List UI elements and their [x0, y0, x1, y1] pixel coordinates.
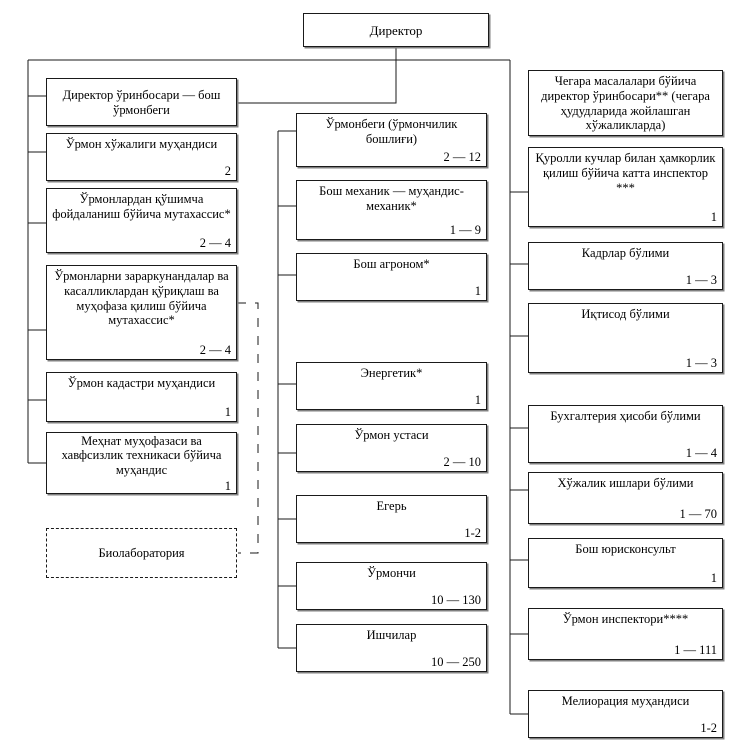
node-forest-inspector-label: Ўрмон инспектори****	[562, 612, 689, 626]
node-gamekeeper-count: 1-2	[464, 525, 481, 540]
node-chief-agronomist-label: Бош агроном*	[353, 257, 430, 271]
node-personnel-department-count: 1 — 3	[685, 272, 717, 287]
node-power-engineer-label: Энергетик*	[360, 366, 423, 380]
node-forest-master-count: 2 — 10	[443, 454, 482, 469]
node-chief-mechanic-count: 1 — 9	[449, 222, 481, 237]
node-melioration-engineer[interactable]: Мелиорация муҳандиси 1-2	[528, 690, 723, 738]
node-workers-label: Ишчилар	[366, 628, 417, 642]
node-forester[interactable]: Ўрмончи 10 — 130	[296, 562, 487, 610]
node-economics-department-count: 1 — 3	[685, 355, 717, 370]
node-supplementary-use-specialist-label: Ўрмонлардан қўшимча фойдаланиш бўйича му…	[52, 192, 231, 221]
node-deputy-director-label: Директор ўринбосари — бош ўрмонбеги	[62, 87, 221, 117]
node-accounting-department[interactable]: Бухгалтерия ҳисоби бўлими 1 — 4	[528, 405, 723, 463]
node-armed-forces-inspector[interactable]: Қуролли кучлар билан ҳамкорлик қилиш бўй…	[528, 147, 723, 227]
node-armed-forces-inspector-count: 1	[710, 209, 717, 224]
node-chief-mechanic[interactable]: Бош механик — муҳандис-механик* 1 — 9	[296, 180, 487, 240]
node-forester-count: 10 — 130	[431, 592, 481, 607]
node-forest-cadastre-engineer-count: 1	[224, 404, 231, 419]
node-chief-legal-counsel-label: Бош юрисконсульт	[575, 542, 676, 556]
node-accounting-department-count: 1 — 4	[685, 445, 717, 460]
node-forestry-engineer-label: Ўрмон хўжалиги муҳандиси	[65, 137, 218, 151]
node-pest-protection-specialist-count: 2 — 4	[199, 342, 231, 357]
node-economics-department-label: Иқтисод бўлими	[581, 307, 670, 321]
node-forestry-engineer-count: 2	[224, 163, 231, 178]
node-supplementary-use-specialist-count: 2 — 4	[199, 235, 231, 250]
node-armed-forces-inspector-label: Қуролли кучлар билан ҳамкорлик қилиш бўй…	[535, 151, 716, 195]
node-accounting-department-label: Бухгалтерия ҳисоби бўлими	[550, 409, 701, 423]
node-chief-agronomist[interactable]: Бош агроном* 1	[296, 253, 487, 301]
node-personnel-department[interactable]: Кадрлар бўлими 1 — 3	[528, 242, 723, 290]
node-economic-affairs-department[interactable]: Хўжалик ишлари бўлими 1 — 70	[528, 472, 723, 524]
node-forest-master[interactable]: Ўрмон устаси 2 — 10	[296, 424, 487, 472]
node-economics-department[interactable]: Иқтисод бўлими 1 — 3	[528, 303, 723, 373]
node-power-engineer-count: 1	[474, 392, 481, 407]
node-forest-cadastre-engineer[interactable]: Ўрмон кадастри муҳандиси 1	[46, 372, 237, 422]
node-forest-ranger-chief-count: 2 — 12	[443, 149, 482, 164]
node-workers-count: 10 — 250	[431, 654, 481, 669]
node-chief-legal-counsel[interactable]: Бош юрисконсульт 1	[528, 538, 723, 588]
node-border-deputy-director[interactable]: Чегара масалалари бўйича директор ўринбо…	[528, 70, 723, 136]
node-chief-agronomist-count: 1	[474, 283, 481, 298]
node-economic-affairs-department-count: 1 — 70	[679, 506, 718, 521]
node-gamekeeper[interactable]: Егерь 1-2	[296, 495, 487, 543]
node-director[interactable]: Директор	[303, 13, 489, 47]
node-pest-protection-specialist[interactable]: Ўрмонларни зараркунандалар ва касалликла…	[46, 265, 237, 360]
node-labor-safety-engineer[interactable]: Меҳнат муҳофазаси ва хавфсизлик техникас…	[46, 432, 237, 494]
node-melioration-engineer-count: 1-2	[700, 720, 717, 735]
node-forest-inspector-count: 1 — 111	[674, 642, 717, 657]
node-biolaboratory[interactable]: Биолаборатория	[46, 528, 237, 578]
node-pest-protection-specialist-label: Ўрмонларни зараркунандалар ва касалликла…	[54, 269, 229, 328]
node-director-label: Директор	[369, 22, 423, 38]
node-workers[interactable]: Ишчилар 10 — 250	[296, 624, 487, 672]
node-forest-master-label: Ўрмон устаси	[354, 428, 429, 442]
node-forest-cadastre-engineer-label: Ўрмон кадастри муҳандиси	[67, 376, 216, 390]
node-personnel-department-label: Кадрлар бўлими	[581, 246, 670, 260]
node-forest-ranger-chief-label: Ўрмонбеги (ўрмончилик бошлиғи)	[325, 117, 458, 146]
node-forest-inspector[interactable]: Ўрмон инспектори**** 1 — 111	[528, 608, 723, 660]
node-labor-safety-engineer-count: 1	[224, 478, 231, 493]
node-biolaboratory-label: Биолаборатория	[98, 546, 185, 561]
node-gamekeeper-label: Егерь	[376, 499, 407, 513]
node-power-engineer[interactable]: Энергетик* 1	[296, 362, 487, 410]
node-forester-label: Ўрмончи	[367, 566, 416, 580]
node-supplementary-use-specialist[interactable]: Ўрмонлардан қўшимча фойдаланиш бўйича му…	[46, 188, 237, 253]
node-forestry-engineer[interactable]: Ўрмон хўжалиги муҳандиси 2	[46, 133, 237, 181]
node-labor-safety-engineer-label: Меҳнат муҳофазаси ва хавфсизлик техникас…	[61, 433, 222, 478]
node-chief-mechanic-label: Бош механик — муҳандис-механик*	[319, 184, 464, 213]
node-chief-legal-counsel-count: 1	[710, 570, 717, 585]
connector-deputy-to-bus	[237, 60, 397, 104]
node-deputy-director[interactable]: Директор ўринбосари — бош ўрмонбеги	[46, 78, 237, 126]
node-melioration-engineer-label: Мелиорация муҳандиси	[561, 694, 690, 708]
connector-biolab-dashed	[237, 302, 259, 554]
node-economic-affairs-department-label: Хўжалик ишлари бўлими	[557, 476, 694, 490]
node-forest-ranger-chief[interactable]: Ўрмонбеги (ўрмончилик бошлиғи) 2 — 12	[296, 113, 487, 167]
node-border-deputy-director-label: Чегара масалалари бўйича директор ўринбо…	[541, 74, 710, 133]
